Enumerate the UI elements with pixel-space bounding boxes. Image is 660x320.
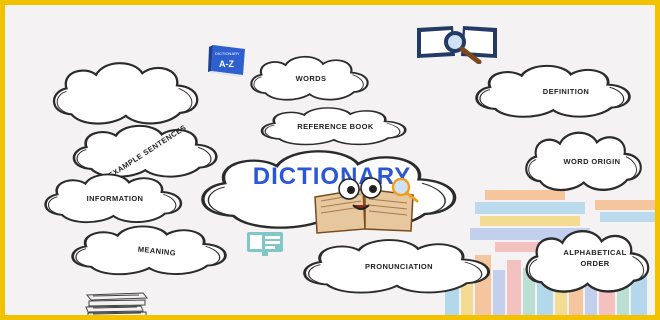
reference-book-label: REFERENCE BOOK: [297, 121, 374, 131]
book-stack-icon: [85, 292, 149, 315]
a-z-cover-text: A-Z: [219, 59, 234, 69]
definition-label: DEFINITION: [542, 86, 590, 96]
node-reference-book: REFERENCE BOOK: [253, 103, 418, 149]
node-meaning: MEANING: [63, 220, 239, 280]
information-label: INFORMATION: [86, 193, 144, 203]
alphabetical-order-label: ALPHABETICAL ORDER: [563, 248, 627, 268]
node-example-sentences: EXAMPLE SENTENCES: [65, 119, 229, 183]
pronunciation-label: PRONUNCIATION: [365, 261, 433, 271]
document-icon: [247, 232, 283, 256]
node-pronunciation: PRONUNCIATION: [293, 233, 505, 299]
dictionary-book-icon: DICTIONARY A-Z: [208, 45, 245, 77]
open-book-magnifier-icon: [417, 26, 497, 64]
word-origin-label: WORD ORIGIN: [563, 156, 621, 166]
node-word-origin: WORD ORIGIN: [519, 125, 651, 197]
dictionary-title: DICTIONARY: [252, 163, 412, 190]
words-label: WORDS: [295, 73, 327, 83]
node-definition: DEFINITION: [467, 59, 643, 123]
node-words: WORDS: [244, 51, 378, 105]
book-character-icon: [314, 177, 419, 234]
node-question: [45, 55, 210, 131]
node-information: INFORMATION: [37, 168, 193, 228]
node-alphabetical-order: ALPHABETICAL ORDER: [519, 223, 655, 299]
dictionary-spine-text: DICTIONARY: [215, 51, 240, 56]
